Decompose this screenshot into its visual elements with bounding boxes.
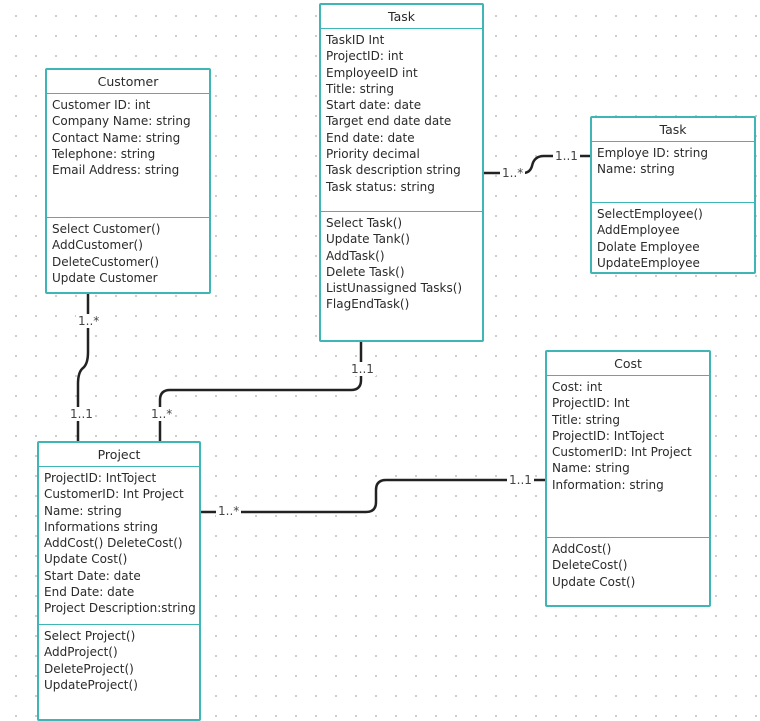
operation: Update Tank() <box>326 232 410 247</box>
operation: UpdateProject() <box>44 677 138 692</box>
attribute: ProjectID: IntToject <box>44 471 157 485</box>
attribute: AddCost() DeleteCost() <box>44 536 183 551</box>
attribute: Start Date: date <box>44 568 141 583</box>
attribute: Information: string <box>552 477 664 492</box>
class-employee[interactable]: Task Employe ID: string Name: string Sel… <box>590 116 756 274</box>
class-cost-operations: AddCost() DeleteCost() Update Cost() <box>547 538 709 605</box>
operation: Select Customer() <box>52 222 161 236</box>
connector-task-employee[interactable] <box>482 154 594 175</box>
attribute: ProjectID: IntToject <box>552 428 665 443</box>
class-task-operations: Select Task() Update Tank() AddTask() De… <box>321 212 482 340</box>
connector-task-project[interactable] <box>158 340 363 444</box>
multiplicity-customer-project-project-end: 1..1 <box>68 407 95 421</box>
connector-customer-project[interactable] <box>76 292 90 444</box>
operation: FlagEndTask() <box>326 297 410 312</box>
attribute: Name: string <box>597 162 675 177</box>
multiplicity-project-cost-cost-end: 1..1 <box>507 473 534 487</box>
class-employee-attributes: Employe ID: string Name: string <box>592 142 754 203</box>
class-customer-attributes: Customer ID: int Company Name: string Co… <box>47 94 209 218</box>
operation: AddCost() <box>552 542 612 556</box>
class-project-title: Project <box>39 443 199 467</box>
class-project[interactable]: Project ProjectID: IntToject CustomerID:… <box>37 441 201 721</box>
attribute: Employe ID: string <box>597 146 708 160</box>
operation: Select Project() <box>44 629 136 643</box>
operation: AddCustomer() <box>52 238 143 253</box>
attribute: Customer ID: int <box>52 98 151 112</box>
class-task[interactable]: Task TaskID Int ProjectID: int EmployeeI… <box>319 3 484 342</box>
attribute: Telephone: string <box>52 146 156 161</box>
attribute: Task status: string <box>326 179 435 194</box>
operation: Dolate Employee <box>597 239 700 254</box>
attribute: ProjectID: Int <box>552 396 630 411</box>
multiplicity-task-project-task-end: 1..1 <box>349 362 376 376</box>
operation: Update Cost() <box>552 574 636 589</box>
attribute: Informations string <box>44 519 158 534</box>
operation: Update Customer <box>52 270 158 285</box>
operation: AddEmployee <box>597 223 680 238</box>
class-cost-title: Cost <box>547 352 709 376</box>
attribute: Task description string <box>326 163 461 178</box>
operation: UpdateEmployee <box>597 255 700 270</box>
attribute: Priority decimal <box>326 147 420 162</box>
attribute: Email Address: string <box>52 163 180 178</box>
operation: DeleteCustomer() <box>52 254 160 269</box>
operation: AddProject() <box>44 645 118 660</box>
class-employee-title: Task <box>592 118 754 142</box>
class-customer-operations: Select Customer() AddCustomer() DeleteCu… <box>47 218 209 292</box>
connector-project-cost[interactable] <box>199 478 549 514</box>
operation: SelectEmployee() <box>597 207 703 221</box>
multiplicity-task-employee-employee-end: 1..1 <box>553 149 580 163</box>
class-project-operations: Select Project() AddProject() DeleteProj… <box>39 625 199 719</box>
operation: Select Task() <box>326 216 403 230</box>
attribute: Title: string <box>552 412 621 427</box>
operation: ListUnassigned Tasks() <box>326 281 463 296</box>
attribute: EmployeeID int <box>326 65 418 80</box>
multiplicity-project-cost-project-end: 1..* <box>216 504 242 518</box>
attribute: Target end date date <box>326 114 452 129</box>
class-customer[interactable]: Customer Customer ID: int Company Name: … <box>45 68 211 294</box>
attribute: Name: string <box>44 503 122 518</box>
operation: DeleteProject() <box>44 661 134 676</box>
class-task-title: Task <box>321 5 482 29</box>
attribute: Update Cost() <box>44 552 128 567</box>
attribute: Start date: date <box>326 98 422 113</box>
attribute: CustomerID: Int Project <box>552 445 692 460</box>
multiplicity-task-project-project-end: 1..* <box>149 407 175 421</box>
operation: AddTask() <box>326 248 385 263</box>
attribute: Cost: int <box>552 380 603 394</box>
attribute: Contact Name: string <box>52 130 181 145</box>
class-employee-operations: SelectEmployee() AddEmployee Dolate Empl… <box>592 203 754 272</box>
attribute: End date: date <box>326 130 415 145</box>
attribute: Name: string <box>552 461 630 476</box>
operation: Delete Task() <box>326 264 405 279</box>
attribute: Company Name: string <box>52 114 191 129</box>
multiplicity-task-employee-task-end: 1..* <box>500 166 526 180</box>
operation: DeleteCost() <box>552 558 628 573</box>
class-task-attributes: TaskID Int ProjectID: int EmployeeID int… <box>321 29 482 212</box>
attribute: TaskID Int <box>326 33 385 47</box>
attribute: Title: string <box>326 81 395 96</box>
attribute: Project Description:string <box>44 601 196 616</box>
class-project-attributes: ProjectID: IntToject CustomerID: Int Pro… <box>39 467 199 625</box>
multiplicity-customer-project-customer-end: 1..* <box>76 314 102 328</box>
attribute: End Date: date <box>44 585 135 600</box>
attribute: CustomerID: Int Project <box>44 487 184 502</box>
class-cost[interactable]: Cost Cost: int ProjectID: Int Title: str… <box>545 350 711 607</box>
class-cost-attributes: Cost: int ProjectID: Int Title: string P… <box>547 376 709 538</box>
attribute: ProjectID: int <box>326 49 404 64</box>
class-customer-title: Customer <box>47 70 209 94</box>
